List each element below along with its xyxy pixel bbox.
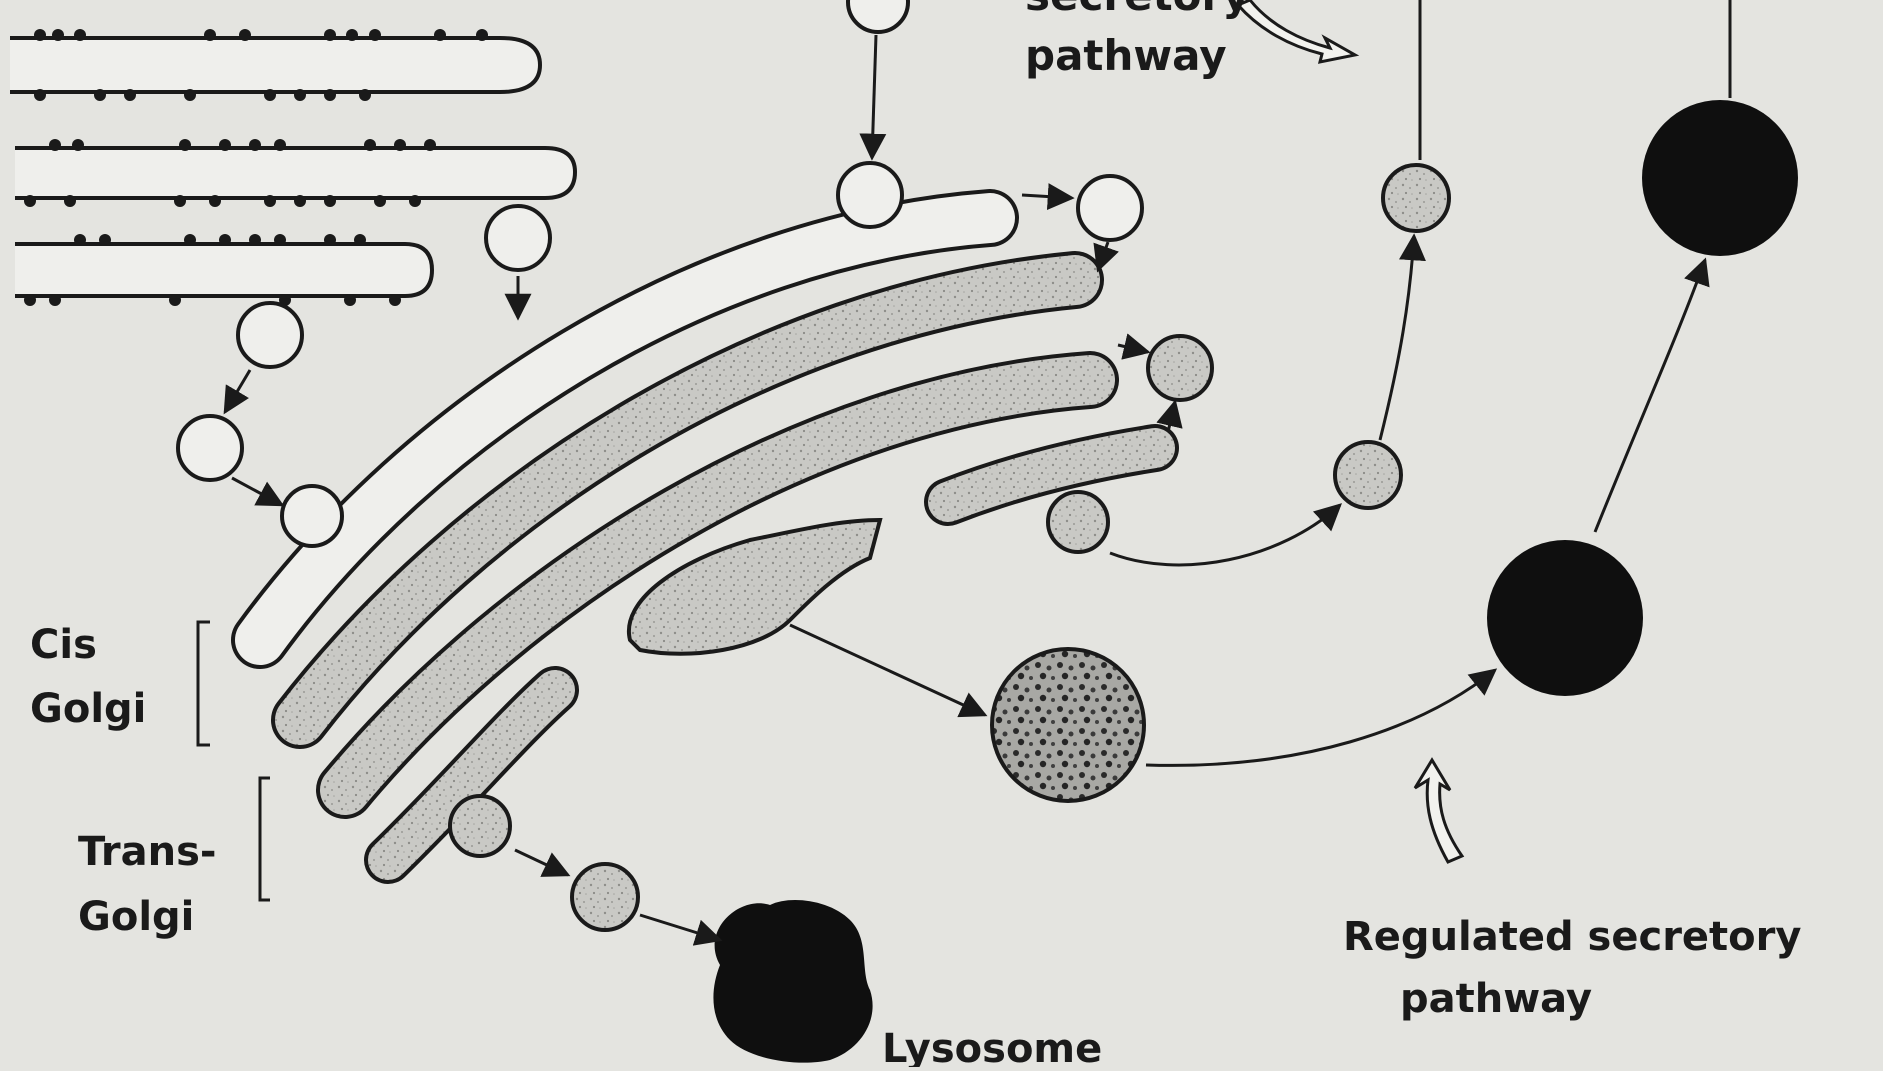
cis-bud-2 [838,163,902,227]
trans-label-line2: Golgi [78,894,194,940]
lysosome-label: Lysosome [882,1026,1102,1067]
arrow-condensing-to-granule [790,625,985,715]
er-bud-vesicle-2 [486,206,550,270]
constitutive-label-top: secretory [1025,0,1250,20]
transport-vesicle-2 [848,0,908,32]
trans-label-line1: Trans- [78,829,217,875]
regulated-hollow-arrow [1415,760,1462,862]
er-cisterna-2 [15,148,575,198]
er-bud-vesicle-1 [238,303,302,367]
lysosome-body [713,900,872,1063]
constitutive-vesicle-upper [1383,165,1449,231]
er-cisterna-3 [15,244,432,296]
er-cisterna-1 [10,38,540,92]
regulated-label-line2: pathway [1400,976,1592,1022]
trans-bud-left [450,796,510,856]
arrow-to-trans-bud [1118,345,1148,352]
arrow-mature-up [1595,260,1705,532]
lysosomal-vesicle [572,864,638,930]
constitutive-hollow-arrow [1238,0,1355,62]
regulated-label-line1: Regulated secretory [1343,914,1801,960]
cis-label-line1: Cis [30,622,97,668]
constitutive-label-bottom: pathway [1025,31,1227,80]
trans-golgi-bracket [260,778,270,900]
mature-granules [1487,100,1798,696]
cis-label-line2: Golgi [30,686,146,732]
arrow-vesicle-to-cis [232,478,282,505]
trans-bud-right [1048,492,1108,552]
arrow-bud-to-vesicle [1110,505,1340,565]
arrow-trans-to-lysovesicle [515,850,568,875]
arrow-vesicle-recycle [1098,242,1108,270]
arrow-vesicle-up [1380,236,1414,440]
mature-secretory-granule-1 [1487,540,1643,696]
transport-vesicle-1 [178,416,242,480]
arrow-trans-bud-up [1168,402,1175,432]
arrow-cis-bud-out [1022,195,1072,198]
transport-vesicle-3 [1078,176,1142,240]
cis-golgi-bracket [198,622,210,745]
arrow-lysovesicle-to-lysosome [640,915,720,940]
constitutive-vesicle-lower [1335,442,1401,508]
trans-bud-top [1148,336,1212,400]
immature-secretory-granule [992,649,1144,801]
arrow-er-to-vesicle [225,370,250,412]
mature-secretory-granule-2 [1642,100,1798,256]
arrow-granule-to-mature [1146,670,1495,765]
arrow-top-vesicle-down [872,35,876,158]
cis-bud-1 [282,486,342,546]
